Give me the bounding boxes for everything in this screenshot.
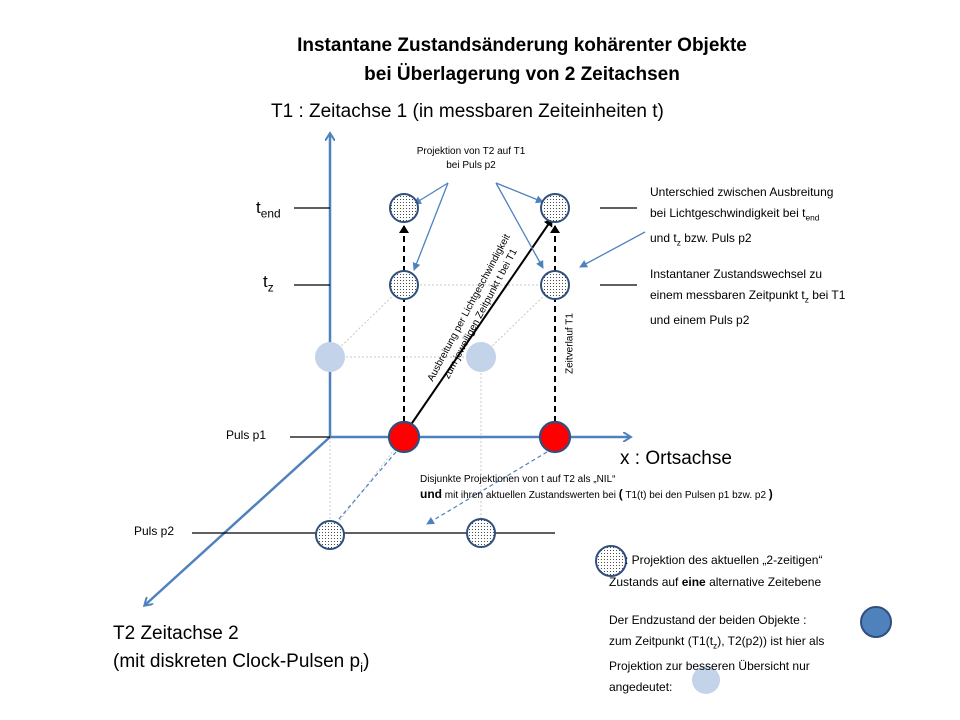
t2-axis (145, 436, 331, 605)
puls-p1-label: Puls p1 (226, 428, 267, 442)
legend-ghost-circle (692, 666, 720, 694)
diagram-title: Instantane Zustandsänderung kohärenter O… (222, 31, 822, 89)
t2-axis-label: T2 Zeitachse 2 (mit diskreten Clock-Puls… (113, 620, 369, 682)
projection-circle-tend-left (389, 193, 419, 223)
legend-projection-circle (595, 545, 627, 577)
legend-end-state-circle (860, 606, 892, 638)
projection-note: Projektion von T2 auf T1 bei Puls p2 (416, 146, 526, 171)
ghost-state-right (466, 342, 496, 372)
t-end-label: tend (256, 198, 281, 221)
object-red-right (538, 420, 572, 454)
t1-axis-label: T1 : Zeitachse 1 (in messbaren Zeiteinhe… (271, 101, 664, 122)
projection-circle-p2-left (315, 520, 345, 550)
legend-projection-line2: Zustands auf eine alternative Zeitebene (609, 575, 822, 589)
annotation-arrows (412, 182, 646, 271)
title-line-2: bei Überlagerung von 2 Zeitachsen (364, 64, 680, 85)
x-axis-label: x : Ortsachse (620, 448, 732, 469)
t-z-label: tz (263, 272, 274, 295)
t2-axis-label-line2: (mit diskreten Clock-Pulsen pi) (113, 651, 370, 675)
puls-p2-label: Puls p2 (134, 524, 175, 538)
disjoint-projection-note: Disjunkte Projektionen von t auf T2 als … (420, 474, 773, 501)
zeitverlauf-label: Zeitverlauf T1 (564, 313, 576, 374)
legend-projection-line1: : Projektion des aktuellen „2-zeitigen“ (625, 553, 823, 567)
helper-lines (329, 284, 556, 534)
nil-projection-arrows (337, 451, 548, 525)
object-red-left (387, 420, 421, 454)
difference-note: Unterschied zwischen Ausbreitung bei Lic… (650, 185, 834, 248)
ghost-state-left (315, 342, 345, 372)
t2-axis-label-line1: T2 Zeitachse 2 (113, 623, 239, 644)
projection-circle-tz-left (389, 270, 419, 300)
legend-end-state: Der Endzustand der beiden Objekte : zum … (609, 613, 825, 695)
title-line-1: Instantane Zustandsänderung kohärenter O… (297, 35, 747, 56)
instant-change-note: Instantaner Zustandswechsel zu einem mes… (650, 267, 846, 328)
projection-circle-tend-right (540, 193, 570, 223)
light-speed-arrow (409, 218, 553, 427)
projection-circle-tz-right (540, 270, 570, 300)
projection-circle-p2-right (466, 518, 496, 548)
